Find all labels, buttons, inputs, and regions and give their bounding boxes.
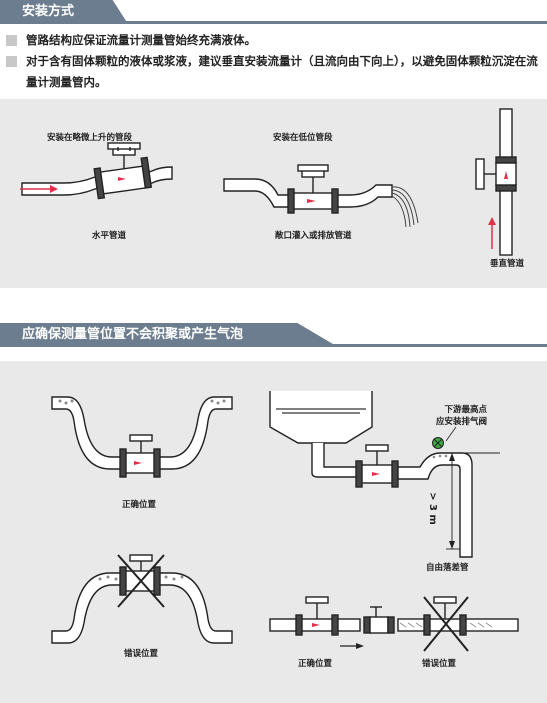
- caption-wrong-2: 错误位置: [422, 659, 457, 669]
- caption-free-fall: 自由落差管: [426, 563, 469, 573]
- outflow-lines: [391, 186, 419, 228]
- bubbles-hump: [98, 575, 184, 581]
- install-diagram: [20, 108, 517, 256]
- wrong-hump-diagram: [51, 554, 233, 644]
- bullet-text: 对于含有固体颗粒的液体或浆液，建议垂直安装流量计（且流向由下向上），以避免固体颗…: [26, 54, 538, 89]
- install-diagram-panel: 安装在略微上升的管段 安装在低位管段 水平管道 敞口灌入或排放管道 垂直管道: [0, 99, 547, 288]
- section-header-bubbles: 应确保测量管位置不会积聚或产生气泡: [0, 323, 547, 347]
- bullet-item-2: 对于含有固体颗粒的液体或浆液，建议垂直安装流量计（且流向由下向上），以避免固体颗…: [6, 51, 544, 93]
- vertical-pipe-diagram: [475, 108, 517, 256]
- caption-correct-2: 正确位置: [298, 659, 333, 669]
- caption-vertical: 垂直管道: [490, 259, 525, 269]
- header-rule: [0, 344, 547, 347]
- caption-horizontal: 水平管道: [92, 231, 127, 241]
- caption-low: 安装在低位管段: [273, 133, 333, 143]
- flow-arrow-head: [50, 185, 58, 193]
- bubbles-upper-left: [58, 399, 226, 405]
- bubble-diagram: [51, 391, 519, 652]
- tank-diagram: [269, 391, 473, 558]
- caption-open-drain: 敞口灌入或排放管道: [275, 231, 352, 241]
- bubbles-straight: [399, 622, 493, 628]
- bullet-square-icon: [6, 56, 17, 67]
- height-dimension: [446, 452, 500, 550]
- bullet-list: 管路结构应保证流量计测量管始终充满液体。 对于含有固体颗粒的液体或浆液，建议垂直…: [6, 30, 544, 93]
- cross-icon: [117, 554, 165, 608]
- rising-pipe-diagram: [21, 142, 173, 200]
- bullet-item-1: 管路结构应保证流量计测量管始终充满液体。: [6, 30, 544, 51]
- cross-icon: [423, 596, 469, 652]
- section-title-bubbles: 应确保测量管位置不会积聚或产生气泡: [0, 323, 338, 347]
- caption-vent: 下游最高点 应安装排气阀: [436, 405, 488, 427]
- caption-wrong-1: 错误位置: [124, 649, 159, 659]
- low-pipe-diagram: [223, 164, 393, 214]
- bubble-diagram-panel: 正确位置 错误位置 下游最高点 应安装排气阀 > 3 m 自由落差管 正确位置 …: [0, 361, 547, 703]
- caption-correct-1: 正确位置: [122, 500, 157, 510]
- caption-height: > 3 m: [426, 492, 438, 525]
- vent-valve-cross: [433, 438, 443, 448]
- bullet-square-icon: [6, 35, 17, 46]
- header-rule: [0, 21, 547, 24]
- section-header-install: 安装方式: [0, 0, 547, 24]
- section-title-install: 安装方式: [0, 0, 128, 24]
- correct-valley-diagram: [51, 396, 233, 478]
- caption-rising: 安装在略微上升的管段: [47, 133, 133, 143]
- straight-line-diagram: [269, 596, 519, 636]
- bullet-text: 管路结构应保证流量计测量管始终充满液体。: [26, 33, 256, 47]
